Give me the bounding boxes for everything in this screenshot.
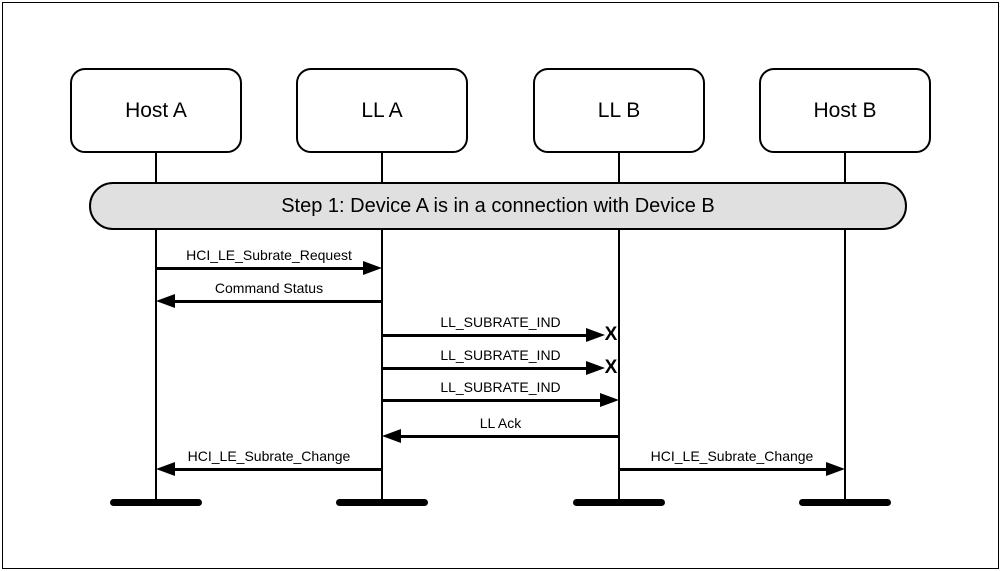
arrowhead-icon: [586, 361, 605, 375]
lifeline-ll-a: [381, 153, 383, 502]
step-banner: Step 1: Device A is in a connection with…: [89, 182, 907, 230]
message-arrow-line: [382, 366, 586, 370]
lifeline-host-b: [844, 153, 846, 502]
arrowhead-icon: [826, 462, 845, 476]
arrowhead-icon: [363, 261, 382, 275]
ground-bar: [573, 499, 665, 506]
arrowhead-icon: [600, 393, 619, 407]
actor-label: LL A: [361, 98, 403, 122]
message-label: HCI_LE_Subrate_Change: [650, 448, 814, 464]
message-arrow-line: [382, 333, 586, 337]
lifeline-host-a: [155, 153, 157, 502]
message-label: LL_SUBRATE_IND: [440, 379, 561, 395]
message-label: LL_SUBRATE_IND: [440, 347, 561, 363]
ground-bar: [336, 499, 428, 506]
fail-x-icon: X: [604, 324, 618, 346]
actor-box-host-b: Host B: [759, 68, 931, 153]
message-arrow-line: [156, 266, 363, 270]
arrowhead-icon: [156, 294, 175, 308]
message-label: LL Ack: [479, 415, 522, 431]
fail-x-icon: X: [604, 357, 618, 379]
arrowhead-icon: [382, 429, 401, 443]
actor-label: Host B: [813, 98, 877, 122]
message-label: HCI_LE_Subrate_Request: [186, 247, 352, 263]
lifeline-ll-b: [618, 153, 620, 502]
message-label: Command Status: [214, 280, 324, 296]
ground-bar: [110, 499, 202, 506]
actor-box-host-a: Host A: [70, 68, 242, 153]
ground-bar: [799, 499, 891, 506]
message-arrow-line: [401, 434, 619, 438]
arrowhead-icon: [156, 462, 175, 476]
step-banner-label: Step 1: Device A is in a connection with…: [281, 194, 715, 217]
message-arrow-line: [382, 398, 600, 402]
message-arrow-line: [175, 299, 382, 303]
actor-box-ll-b: LL B: [533, 68, 705, 153]
actor-label: Host A: [125, 98, 187, 122]
message-arrow-line: [175, 467, 382, 471]
actor-box-ll-a: LL A: [296, 68, 468, 153]
actor-label: LL B: [597, 98, 641, 122]
arrowhead-icon: [586, 328, 605, 342]
message-label: LL_SUBRATE_IND: [440, 314, 561, 330]
message-arrow-line: [619, 467, 826, 471]
message-label: HCI_LE_Subrate_Change: [187, 448, 351, 464]
